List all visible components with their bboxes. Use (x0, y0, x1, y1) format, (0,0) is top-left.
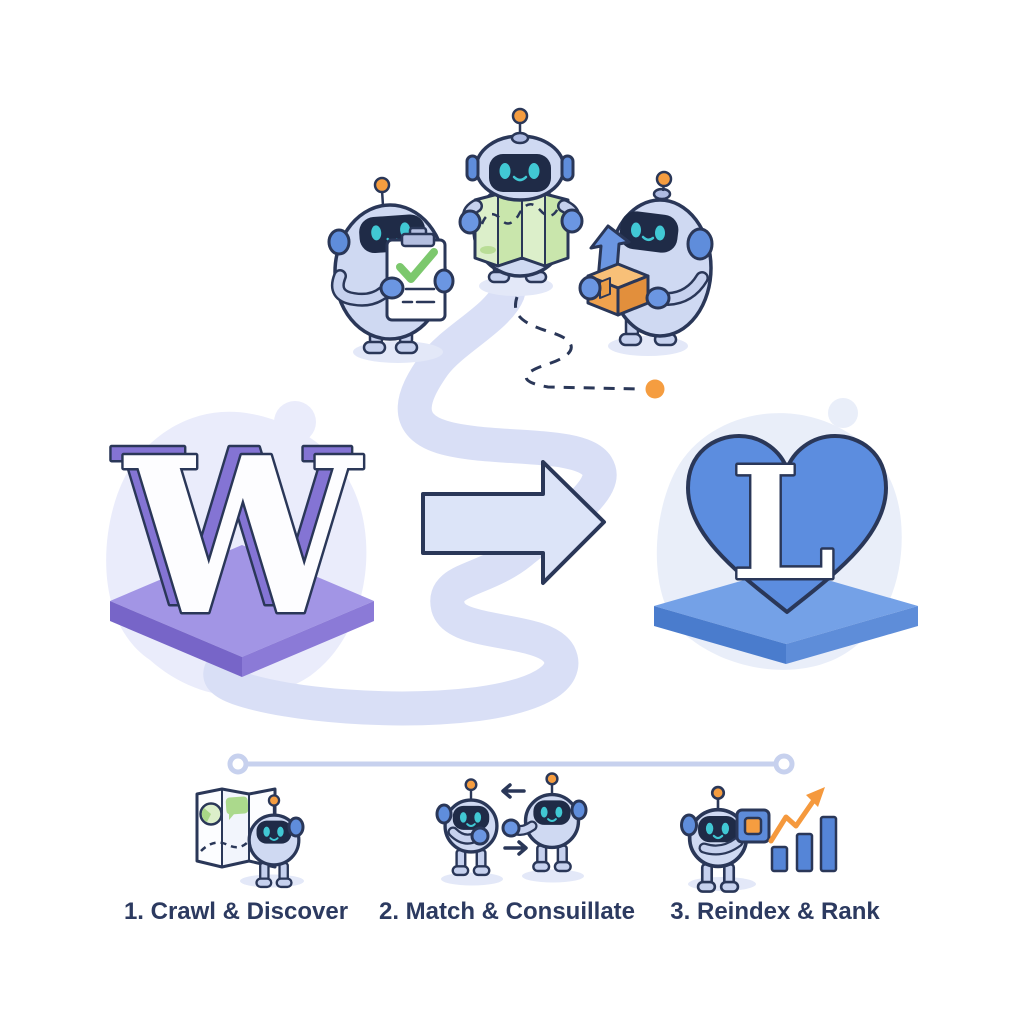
left-hand (379, 276, 405, 300)
source-platform (110, 545, 374, 677)
antenna-ball (373, 176, 391, 194)
step-2-icon (435, 771, 588, 886)
growth-arrow-icon (768, 787, 825, 844)
crawl-robot (247, 793, 305, 889)
exchange-arrows-icon (501, 783, 528, 856)
robot-face (619, 211, 679, 253)
step-1-label: 1. Crawl & Discover (124, 898, 348, 925)
step-3-icon (680, 785, 838, 894)
ear-right (560, 154, 575, 182)
right-hand (645, 286, 671, 310)
dashed-route-icon (514, 296, 665, 399)
step-1-icon (195, 787, 305, 889)
right-hand (560, 208, 584, 234)
antenna-ball (655, 170, 673, 188)
letter-w-front: W (124, 410, 363, 663)
map-icon (473, 192, 570, 268)
map-robot (458, 107, 584, 296)
ear (327, 228, 351, 256)
journey-ribbon (203, 276, 617, 726)
left-hand (578, 275, 602, 301)
source-letter-w: W W (109, 400, 365, 666)
map-route-dashes (480, 203, 562, 225)
step-3-label: 3. Reindex & Rank (670, 898, 880, 925)
robot-face (489, 154, 551, 192)
destination-letter-l: L (731, 432, 836, 615)
checkmark-icon (396, 248, 438, 283)
ear-left (465, 154, 480, 182)
blob-dot-heart (828, 398, 858, 428)
timeline-node-right (773, 753, 795, 775)
right-arrow-icon (421, 460, 606, 585)
blob-dot-w (274, 401, 316, 443)
box-robot (578, 170, 714, 356)
timeline (227, 753, 795, 775)
exchange-robot-right (501, 771, 588, 873)
left-hand (458, 209, 482, 235)
chip-icon (735, 808, 771, 844)
heart-icon (686, 434, 888, 614)
box-up-arrow-icon (586, 224, 650, 317)
rank-robot (680, 785, 749, 894)
step-labels: 1. Crawl & Discover 2. Match & Consuilla… (124, 898, 880, 925)
exchange-robot-left (435, 777, 499, 877)
letter-w-back: W (112, 402, 351, 655)
step-2-label: 2. Match & Consuillate (379, 898, 635, 925)
bar-chart-icon (770, 815, 838, 873)
antenna-ball (511, 107, 529, 125)
map-area-patch (225, 796, 249, 815)
dashed-route-path (514, 296, 641, 391)
checklist-robot (327, 176, 455, 363)
map-route-dashes (200, 836, 254, 852)
route-end-dot (645, 379, 665, 399)
right-hand (433, 268, 455, 294)
timeline-node-left (227, 753, 249, 775)
ear (686, 227, 714, 261)
